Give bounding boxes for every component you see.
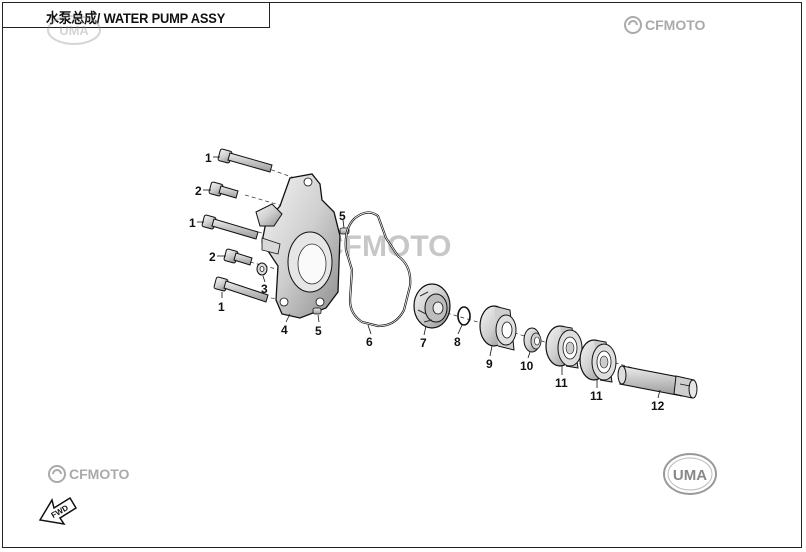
page-title: 水泵总成/ WATER PUMP ASSY <box>46 10 226 26</box>
cfmoto-logo-bottom: CFMOTO <box>48 465 130 483</box>
seal-9 <box>479 305 517 351</box>
dowel-pin-5b <box>312 307 322 315</box>
callout-6: 6 <box>366 335 373 349</box>
uma-logo-bottom: UMA <box>663 453 717 495</box>
cfmoto-logo-top: CFMOTO <box>624 16 706 34</box>
callout-2b: 2 <box>209 250 216 264</box>
callout-5a: 5 <box>339 209 346 223</box>
callout-12: 12 <box>651 399 665 413</box>
uma-logo-watermark-top: UMA <box>47 15 101 45</box>
shaft-12 <box>617 365 698 399</box>
bolt-long-1b <box>201 214 259 240</box>
bolt-long-1a <box>217 148 273 173</box>
leader-lines <box>197 156 661 399</box>
cfmoto-watermark-center: CFMOTO <box>280 226 451 264</box>
bolt-short-2a <box>208 181 239 199</box>
pump-cover-4 <box>255 173 341 319</box>
callout-1c: 1 <box>218 300 225 314</box>
callout-1b: 1 <box>189 216 196 230</box>
callout-9: 9 <box>486 357 493 371</box>
o-ring-8 <box>457 306 471 326</box>
bearing-11b <box>579 339 617 383</box>
washer-3 <box>256 262 268 276</box>
fwd-arrow-icon: FWD <box>38 496 78 526</box>
bearing-11a <box>545 325 583 369</box>
svg-text:CFMOTO: CFMOTO <box>322 230 451 263</box>
callout-1a: 1 <box>205 151 212 165</box>
callout-11b: 11 <box>590 389 603 403</box>
impeller-7 <box>413 283 451 329</box>
bolt-long-1c <box>213 276 269 303</box>
gasket-6 <box>344 211 412 328</box>
callout-8: 8 <box>454 335 461 349</box>
collar-10 <box>523 327 542 353</box>
callout-4: 4 <box>281 323 288 337</box>
callout-5b: 5 <box>315 324 322 338</box>
callout-3: 3 <box>261 282 268 296</box>
svg-text:UMA: UMA <box>673 467 707 484</box>
title-box: 水泵总成/ WATER PUMP ASSY <box>2 2 270 28</box>
bolt-short-2b <box>223 248 253 266</box>
callout-10: 10 <box>520 359 534 373</box>
svg-text:CFMOTO: CFMOTO <box>645 17 706 33</box>
callout-labels: 1 2 1 2 1 3 4 5 5 6 7 8 9 10 11 11 12 <box>189 151 665 413</box>
svg-text:CFMOTO: CFMOTO <box>69 466 130 482</box>
svg-text:UMA: UMA <box>59 23 89 38</box>
callout-11a: 11 <box>555 376 568 390</box>
callout-2a: 2 <box>195 184 202 198</box>
callout-7: 7 <box>420 336 427 350</box>
